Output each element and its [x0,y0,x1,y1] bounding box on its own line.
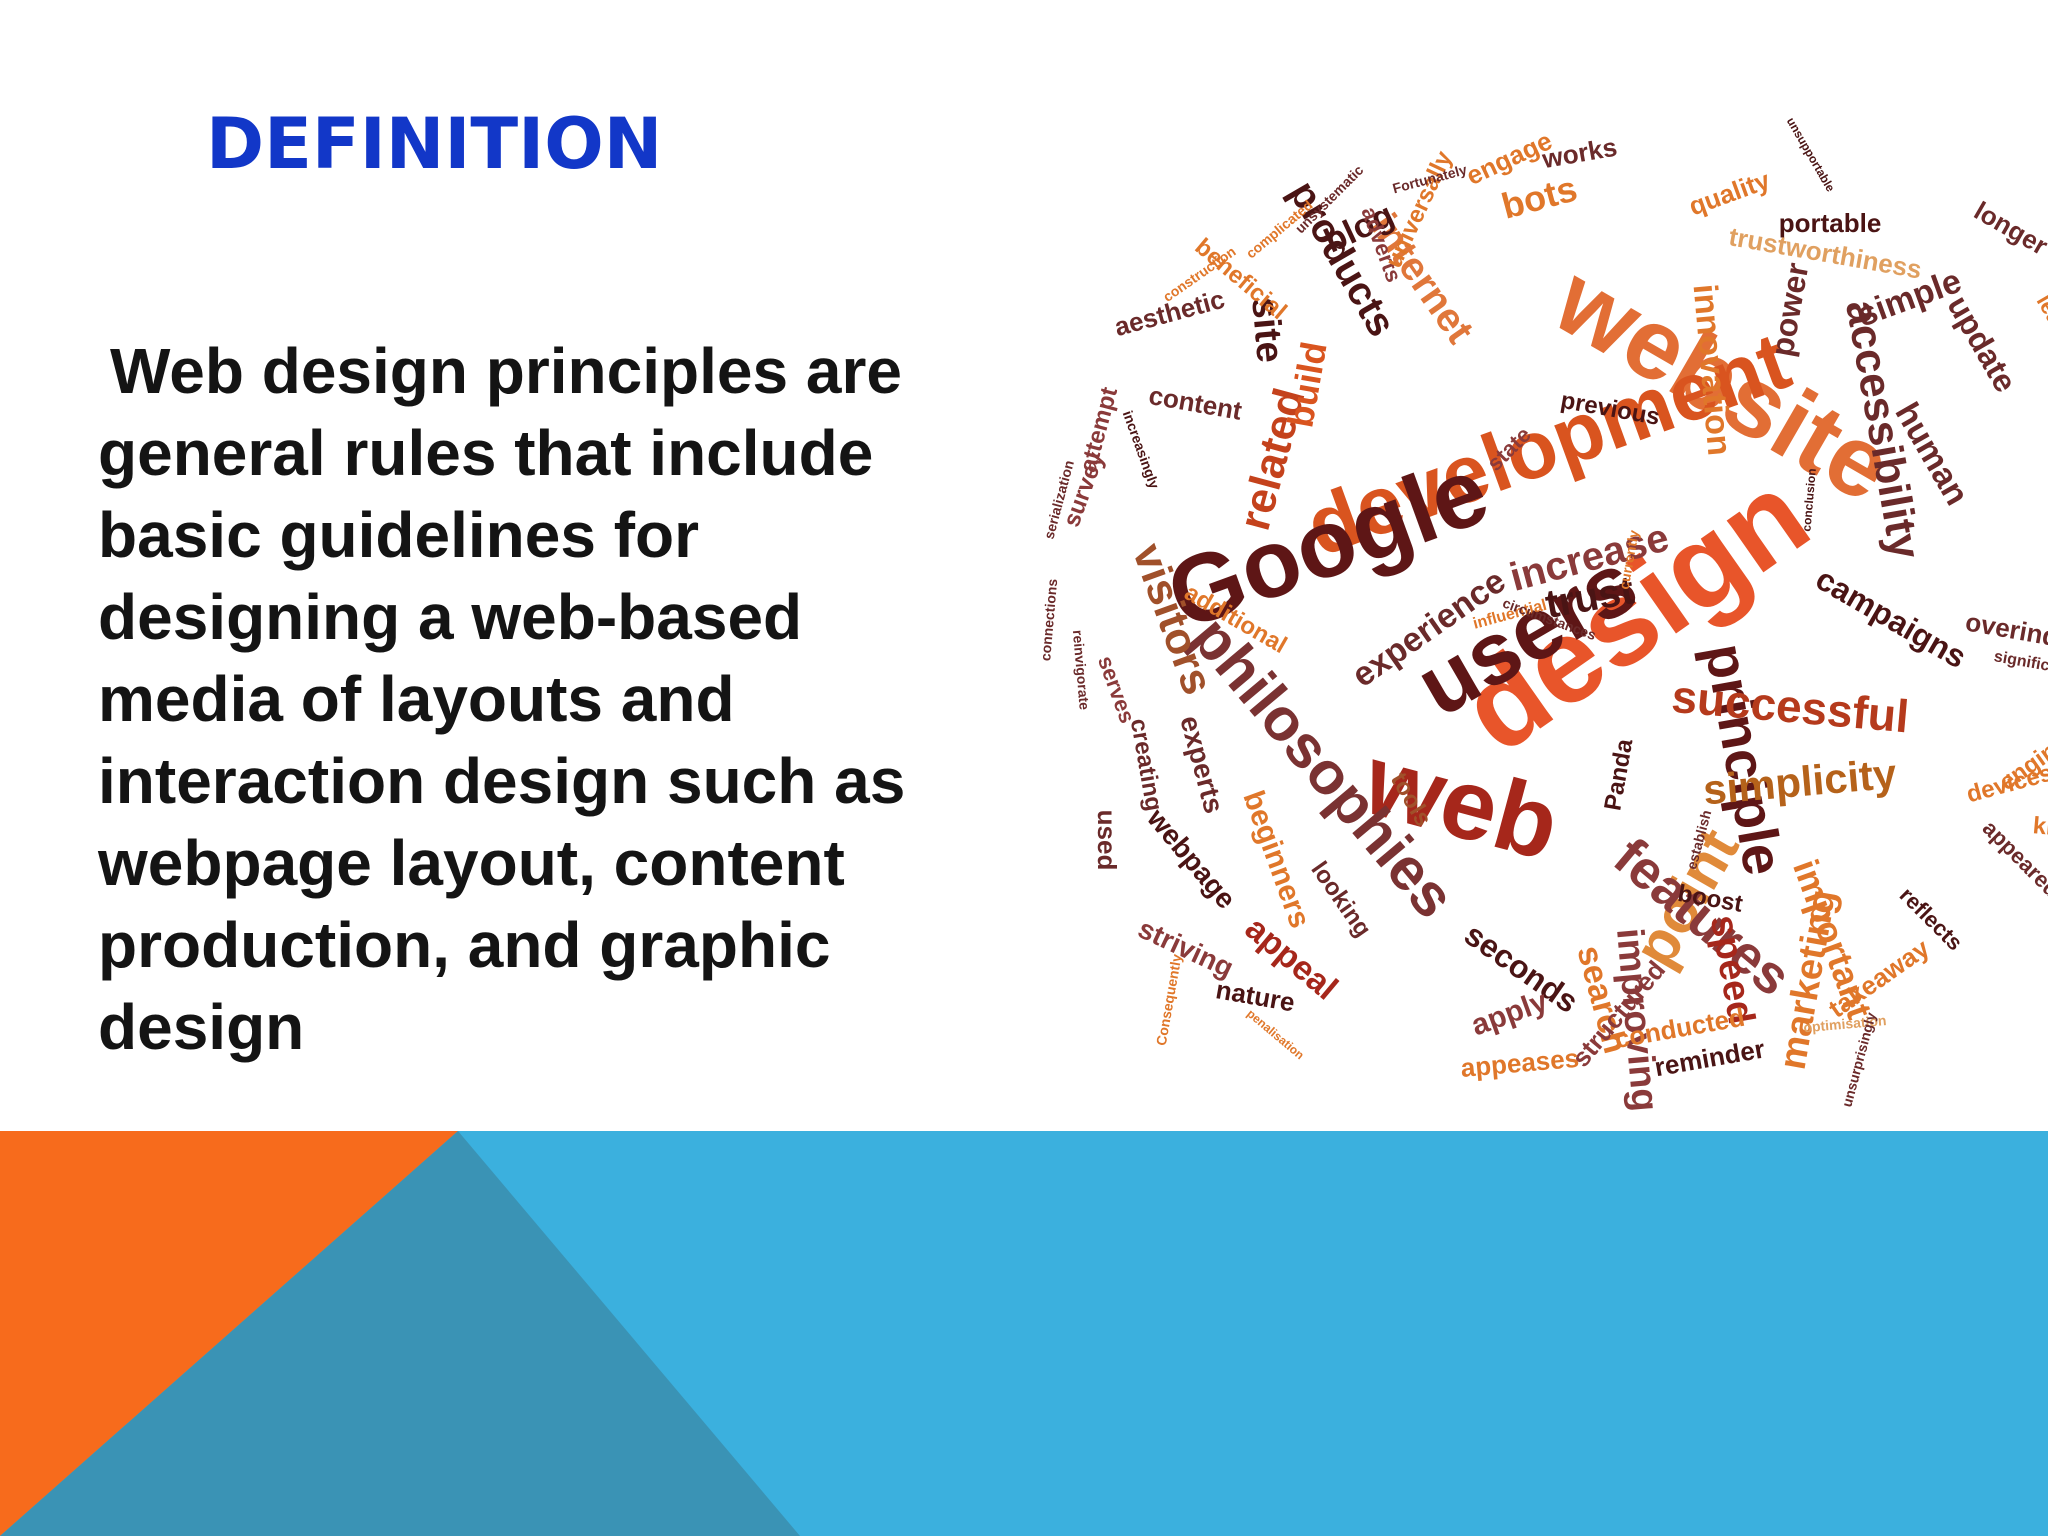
slide-title: DEFINITION [206,103,663,185]
cloud-word-creating: creating [1125,716,1168,813]
cloud-word-power: power [1764,260,1816,359]
cloud-word-striving: striving [1134,913,1239,984]
cloud-word-significantly: significantly [1993,648,2048,681]
cloud-word-penalisation: penalisation [1244,1007,1307,1063]
cloud-word-portable: portable [1779,208,1882,238]
word-cloud-svg: designwebsitedevelopmentGoogleuserswebph… [1037,115,2048,1113]
cloud-word-update: update [1940,289,2024,398]
cloud-word-apply: apply [1467,985,1552,1043]
cloud-word-content: content [1147,380,1245,426]
cloud-word-knows: knows [2032,812,2048,845]
cloud-word-site: site [1243,295,1291,364]
cloud-word-unsupportable: unsupportable [1784,115,1838,194]
cloud-word-campaigns: campaigns [1810,560,1973,675]
cloud-word-attempt: attempt [1075,384,1124,475]
cloud-word-connections: connections [1037,578,1060,662]
cloud-word-panda: Panda [1599,736,1638,812]
cloud-word-bots: bots [1497,167,1581,226]
cloud-word-works: works [1539,132,1619,175]
cloud-word-consequently: Consequently [1153,953,1185,1047]
footer-teal-triangle [0,1131,800,1536]
cloud-word-used: used [1092,810,1122,871]
cloud-word-increasingly: increasingly [1120,408,1163,490]
cloud-word-successful: successful [1670,670,1911,743]
cloud-word-beginners: beginners [1236,786,1316,932]
cloud-word-longer: longer [1969,195,2048,261]
cloud-word-quality: quality [1685,164,1775,221]
cloud-word-optimisation: optimisation [1803,1012,1887,1035]
cloud-word-reinvigorate: reinvigorate [1070,629,1093,710]
footer-decoration [0,1131,2048,1536]
definition-text: Web design principles are general rules … [98,335,906,1063]
cloud-word-serves: serves [1093,652,1140,726]
cloud-word-conclusion: conclusion [1799,468,1818,532]
cloud-word-leaving: leaving [2032,290,2048,368]
cloud-word-webpage: webpage [1141,802,1242,914]
cloud-word-experts: experts [1174,712,1230,816]
cloud-word-appeases: appeases [1459,1043,1580,1083]
